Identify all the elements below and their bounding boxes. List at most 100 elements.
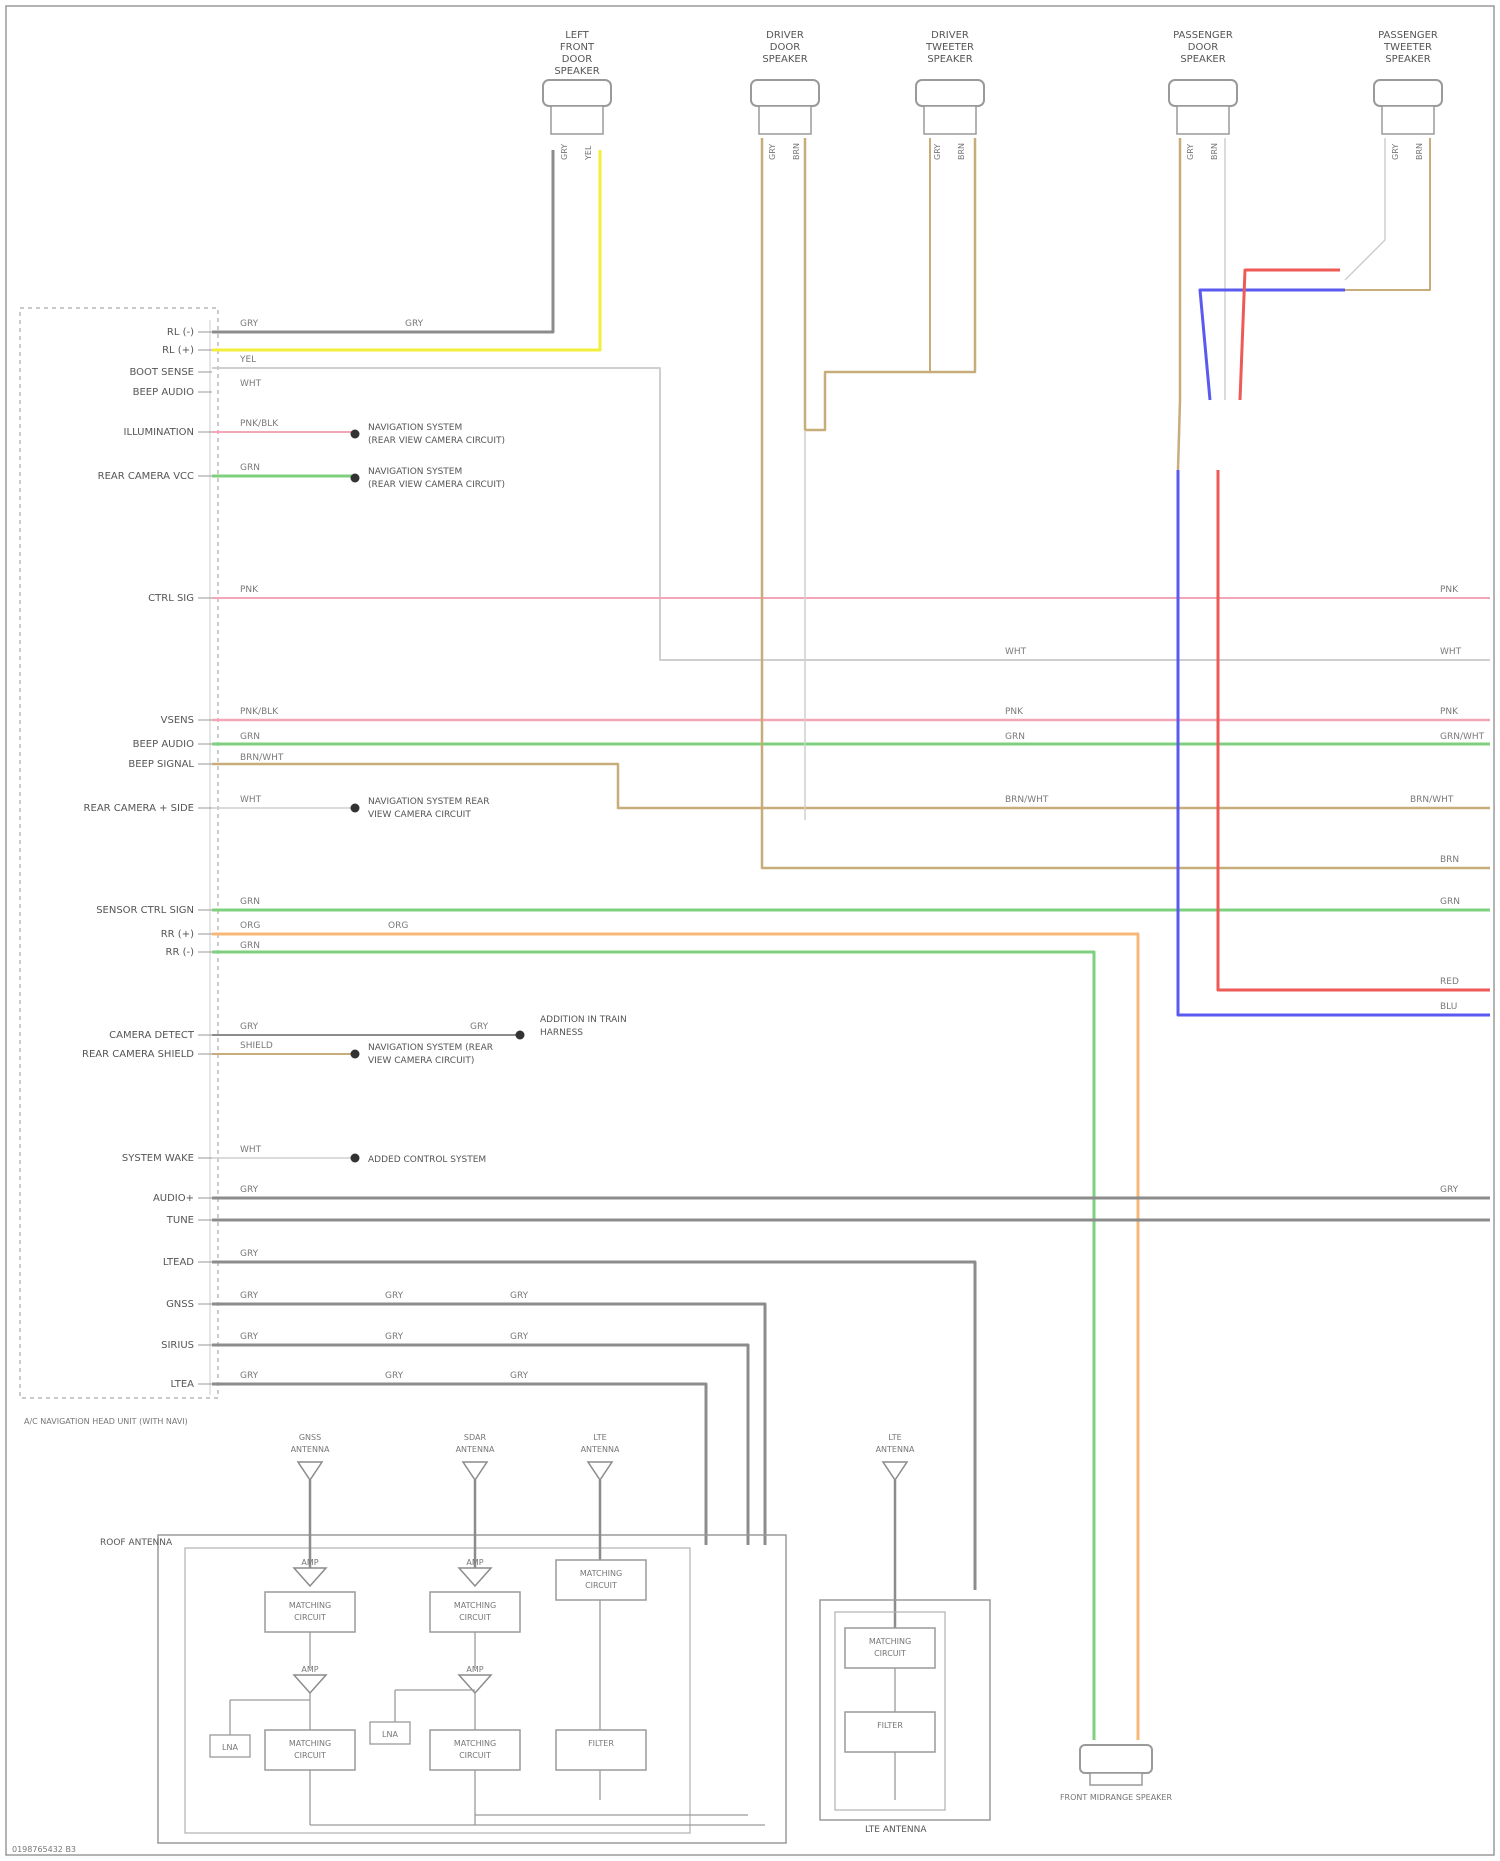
wire-label: RED: [1440, 977, 1459, 987]
amp-label: AMP: [301, 1558, 318, 1567]
amp-label: AMP: [466, 1558, 483, 1567]
wire-label: GRY: [510, 1291, 529, 1301]
wire-label: GRY: [510, 1371, 529, 1381]
wire-label: PNK: [1005, 707, 1024, 717]
circuit-block-label: CIRCUIT: [585, 1581, 617, 1590]
wire-label: GRN: [240, 732, 260, 742]
pin-label: REAR CAMERA VCC: [98, 471, 194, 482]
pin-label: BOOT SENSE: [129, 367, 194, 378]
ref-label: ADDITION IN TRAIN: [540, 1015, 627, 1025]
footer-code: 0198765432 B3: [12, 1845, 76, 1854]
wire-label: GRY: [510, 1332, 529, 1342]
pin-label: TUNE: [166, 1215, 194, 1226]
circuit-block-label: CIRCUIT: [294, 1613, 326, 1622]
wire-label: PNK/BLK: [240, 707, 279, 717]
wire-label: GRY: [1440, 1185, 1459, 1195]
speaker-body: [751, 80, 819, 106]
circuit-block-box: [556, 1730, 646, 1770]
wire-label: SHIELD: [240, 1041, 273, 1051]
speaker-label: PASSENGER: [1173, 30, 1233, 41]
pin-label: AUDIO+: [153, 1193, 194, 1204]
speaker-connector: [1382, 106, 1434, 134]
wire-label: GRY: [240, 1291, 259, 1301]
pin-label: LTEA: [171, 1379, 195, 1390]
pin-label: RR (-): [166, 947, 195, 958]
lna-label: LNA: [222, 1743, 238, 1752]
speaker-wire-label: GRY: [560, 144, 569, 160]
wire-label: GRY: [240, 1185, 259, 1195]
circuit-block-label: CIRCUIT: [874, 1649, 906, 1658]
circuit-block-label: FILTER: [877, 1721, 903, 1730]
wire-label: WHT: [240, 1145, 262, 1155]
pin-label: SIRIUS: [161, 1340, 194, 1351]
speaker-label: DOOR: [770, 42, 800, 53]
wire-label: GRY: [385, 1291, 404, 1301]
pin-label: LTEAD: [163, 1257, 194, 1268]
circuit-block-label: CIRCUIT: [294, 1751, 326, 1760]
antenna-label: GNSS: [299, 1433, 321, 1442]
circuit-block-label: CIRCUIT: [459, 1613, 491, 1622]
wire-label: GRN: [240, 897, 260, 907]
circuit-block: FILTER: [556, 1730, 646, 1770]
wire-label: GRN/WHT: [1440, 732, 1485, 742]
ref-label: ADDED CONTROL SYSTEM: [368, 1155, 486, 1165]
wire-label: GRN: [1440, 897, 1460, 907]
pin-label: RR (+): [161, 929, 194, 940]
speaker-label: PASSENGER: [1378, 30, 1438, 41]
speaker-body: [1169, 80, 1237, 106]
ref-label: NAVIGATION SYSTEM: [368, 467, 462, 477]
ref-label: (REAR VIEW CAMERA CIRCUIT): [368, 480, 505, 490]
wire-label: WHT: [240, 379, 262, 389]
pin-label: SENSOR CTRL SIGN: [96, 905, 194, 916]
wire-label: WHT: [240, 795, 262, 805]
lna-block: LNA: [370, 1722, 410, 1744]
circuit-block-box: [265, 1592, 355, 1632]
bottom-speaker-label: FRONT MIDRANGE SPEAKER: [1060, 1793, 1173, 1802]
speaker-wire-label: BRN: [792, 143, 801, 160]
lna-label: LNA: [382, 1730, 398, 1739]
antenna-label: ANTENNA: [876, 1445, 915, 1454]
speaker-label: SPEAKER: [1385, 54, 1430, 65]
wire-label: GRY: [240, 1249, 259, 1259]
circuit-block-box: [556, 1560, 646, 1600]
wire-label: GRY: [385, 1371, 404, 1381]
pin-label: REAR CAMERA + SIDE: [84, 803, 194, 814]
speaker-body: [916, 80, 984, 106]
pin-label: GNSS: [166, 1299, 194, 1310]
speaker-label: LEFT: [565, 30, 589, 41]
ref-label: VIEW CAMERA CIRCUIT: [368, 810, 471, 820]
circuit-block-box: [845, 1712, 935, 1752]
ref-label: (REAR VIEW CAMERA CIRCUIT): [368, 436, 505, 446]
circuit-block-box: [430, 1592, 520, 1632]
ref-label: NAVIGATION SYSTEM: [368, 423, 462, 433]
pin-label: CAMERA DETECT: [109, 1030, 195, 1041]
pin-label: BEEP SIGNAL: [128, 759, 194, 770]
antenna-label: ANTENNA: [291, 1445, 330, 1454]
speaker-label: DRIVER: [766, 30, 804, 41]
speaker-body: [1080, 1745, 1152, 1773]
wire-label: GRY: [470, 1022, 489, 1032]
speaker-wire-label: GRY: [1186, 144, 1195, 160]
wire-label: PNK/BLK: [240, 419, 279, 429]
roof-antenna-label: ROOF ANTENNA: [100, 1538, 173, 1548]
speaker-wire-label: BRN: [1210, 143, 1219, 160]
wire-label: YEL: [239, 355, 256, 365]
speaker-label: DRIVER: [931, 30, 969, 41]
ref-label: VIEW CAMERA CIRCUIT): [368, 1056, 474, 1066]
ref-dot: [351, 1050, 360, 1059]
speaker-wire-label: YEL: [584, 145, 593, 161]
speaker-label: SPEAKER: [927, 54, 972, 65]
circuit-block-box: [845, 1628, 935, 1668]
wire-label: PNK: [1440, 707, 1459, 717]
circuit-block-label: FILTER: [588, 1739, 614, 1748]
wire-label: GRN: [240, 941, 260, 951]
wire-label: ORG: [240, 921, 260, 931]
antenna-label: ANTENNA: [581, 1445, 620, 1454]
wire-label: GRY: [240, 1332, 259, 1342]
circuit-block-box: [265, 1730, 355, 1770]
